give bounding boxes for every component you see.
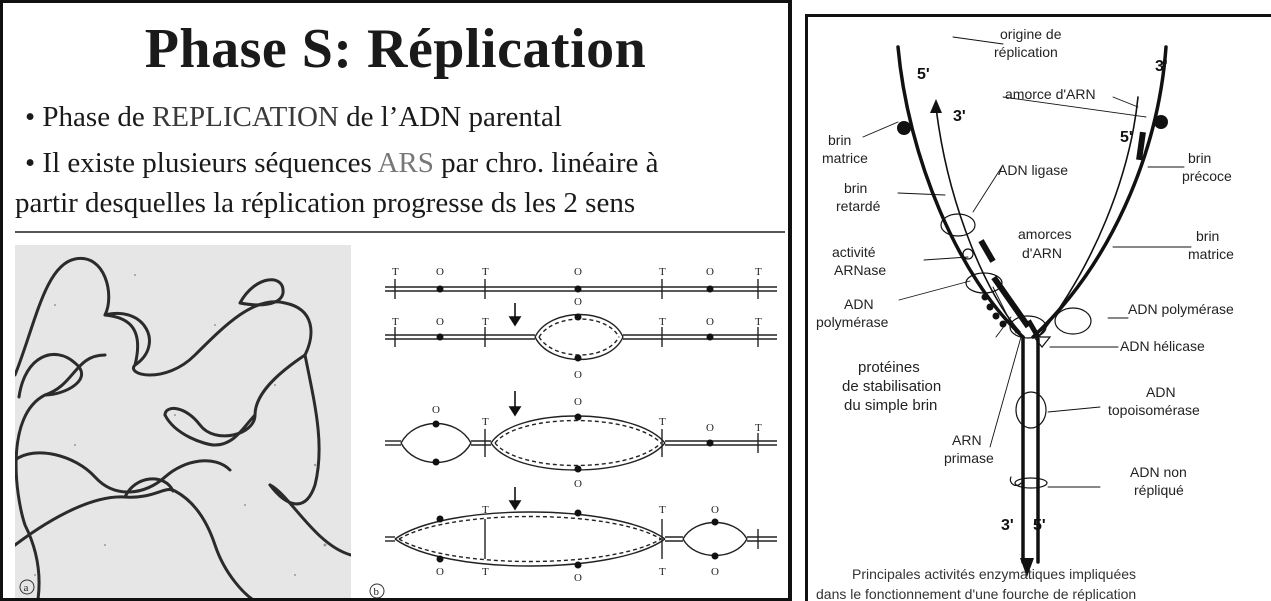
bullet-mark: • <box>25 101 36 133</box>
label-amorces-2: d'ARN <box>1022 245 1062 261</box>
tick-label: T <box>482 566 489 578</box>
label-topo-2: topoisomérase <box>1108 402 1200 418</box>
fork-caption-1: Principales activités enzymatiques impli… <box>852 566 1136 582</box>
tick-label: T <box>482 504 489 516</box>
label-arnase-2: ARNase <box>834 262 886 278</box>
bullet-text-post: de l’ADN parental <box>338 101 562 133</box>
tick-label: T <box>659 416 666 428</box>
tick-label: T <box>482 266 489 278</box>
label-brin-matrice-right-1: brin <box>1196 228 1219 244</box>
tick-label: O <box>574 572 582 584</box>
slide-title: Phase S: Réplication <box>144 18 647 80</box>
label-non-replique-1: ADN non <box>1130 464 1187 480</box>
bullet-text-pre: Phase de <box>42 101 152 133</box>
label-brin-retarde-2: retardé <box>836 198 881 214</box>
label-proteines-2: de stabilisation <box>842 378 941 395</box>
bullet-text-pre: Il existe plusieurs séquences <box>42 147 378 179</box>
tick-label: T <box>392 266 399 278</box>
bullet-highlight: REPLICATION <box>151 101 339 133</box>
tick-label: O <box>711 566 719 578</box>
label-non-replique-2: répliqué <box>1134 482 1184 498</box>
label-brin-matrice-left-1: brin <box>828 132 851 148</box>
fork-top-right-3: 3' <box>1155 58 1168 75</box>
tick-label: O <box>574 369 582 381</box>
label-brin-matrice-right-2: matrice <box>1188 246 1234 262</box>
schema-label: b <box>374 586 380 598</box>
tick-label: O <box>432 404 440 416</box>
tick-label: T <box>659 316 666 328</box>
label-brin-matrice-left-2: matrice <box>822 150 868 166</box>
tick-label: O <box>706 422 714 434</box>
label-adn-pol-left-2: polymérase <box>816 314 889 330</box>
label-topo-1: ADN <box>1146 384 1176 400</box>
tick-label: O <box>436 566 444 578</box>
fork-lagging-3: 3' <box>953 108 966 125</box>
tick-label: T <box>755 316 762 328</box>
fork-leading-5: 5' <box>1120 129 1133 146</box>
tick-label: O <box>711 504 719 516</box>
label-brin-precoce-2: précoce <box>1182 168 1232 184</box>
tick-label: T <box>755 266 762 278</box>
label-brin-precoce-1: brin <box>1188 150 1211 166</box>
label-adn-helicase: ADN hélicase <box>1120 338 1205 354</box>
fork-caption-2: dans le fonctionnement d'une fourche de … <box>816 586 1136 601</box>
bullet-mark: • <box>25 147 36 179</box>
fork-top-left-5: 5' <box>917 66 930 83</box>
label-amorce: amorce d'ARN <box>1005 86 1096 102</box>
tick-label: O <box>436 316 444 328</box>
tick-label: T <box>392 316 399 328</box>
label-primase-1: ARN <box>952 432 982 448</box>
tick-label: T <box>482 316 489 328</box>
label-proteines-3: du simple brin <box>844 397 937 414</box>
label-adn-ligase: ADN ligase <box>998 162 1068 178</box>
tick-label: O <box>436 266 444 278</box>
tick-label: O <box>574 296 582 308</box>
tick-label: T <box>659 266 666 278</box>
replication-bubbles-schema: T O T O T O T T O T O O T O T O T O T O … <box>365 241 785 598</box>
label-origine-2: réplication <box>994 44 1058 60</box>
replication-fork-panel: 5' 3' origine de réplication amorce d'AR… <box>805 14 1271 601</box>
label-origine-1: origine de <box>1000 26 1062 42</box>
slide-panel: Phase S: Réplication • Phase de REPLICAT… <box>0 0 792 601</box>
tick-label: O <box>574 396 582 408</box>
label-proteines-1: protéines <box>858 359 920 376</box>
tick-label: O <box>706 316 714 328</box>
bullet-replication: • Phase de REPLICATION de l’ADN parental <box>25 101 562 134</box>
label-circle-b <box>369 583 385 598</box>
bullet-ars-continuation: partir desquelles la réplication progres… <box>15 187 636 219</box>
label-brin-retarde-1: brin <box>844 180 867 196</box>
tick-label: O <box>706 266 714 278</box>
label-amorces-1: amorces <box>1018 226 1072 242</box>
label-arnase-1: activité <box>832 244 876 260</box>
micrograph: a <box>13 245 353 598</box>
divider <box>15 231 785 233</box>
micrograph-image: a <box>13 245 353 598</box>
bullet-highlight-ars: ARS <box>377 147 434 179</box>
label-adn-pol-left-1: ADN <box>844 296 874 312</box>
tick-label: O <box>574 478 582 490</box>
tick-label: T <box>659 566 666 578</box>
tick-label: T <box>482 416 489 428</box>
tick-label: T <box>659 504 666 516</box>
fork-bottom-5: 5' <box>1033 517 1046 534</box>
bullet-text-post: par chro. linéaire à <box>433 147 659 179</box>
fork-bottom-3: 3' <box>1001 517 1014 534</box>
tick-label: T <box>755 422 762 434</box>
bullet-ars: • Il existe plusieurs séquences ARS par … <box>25 147 658 180</box>
label-primase-2: primase <box>944 450 994 466</box>
replication-fork-diagram: 5' 3' origine de réplication amorce d'AR… <box>816 26 1234 601</box>
micrograph-label: a <box>24 582 29 594</box>
label-circle-a <box>19 579 35 595</box>
tick-label: O <box>574 266 582 278</box>
label-adn-pol-right: ADN polymérase <box>1128 301 1234 317</box>
